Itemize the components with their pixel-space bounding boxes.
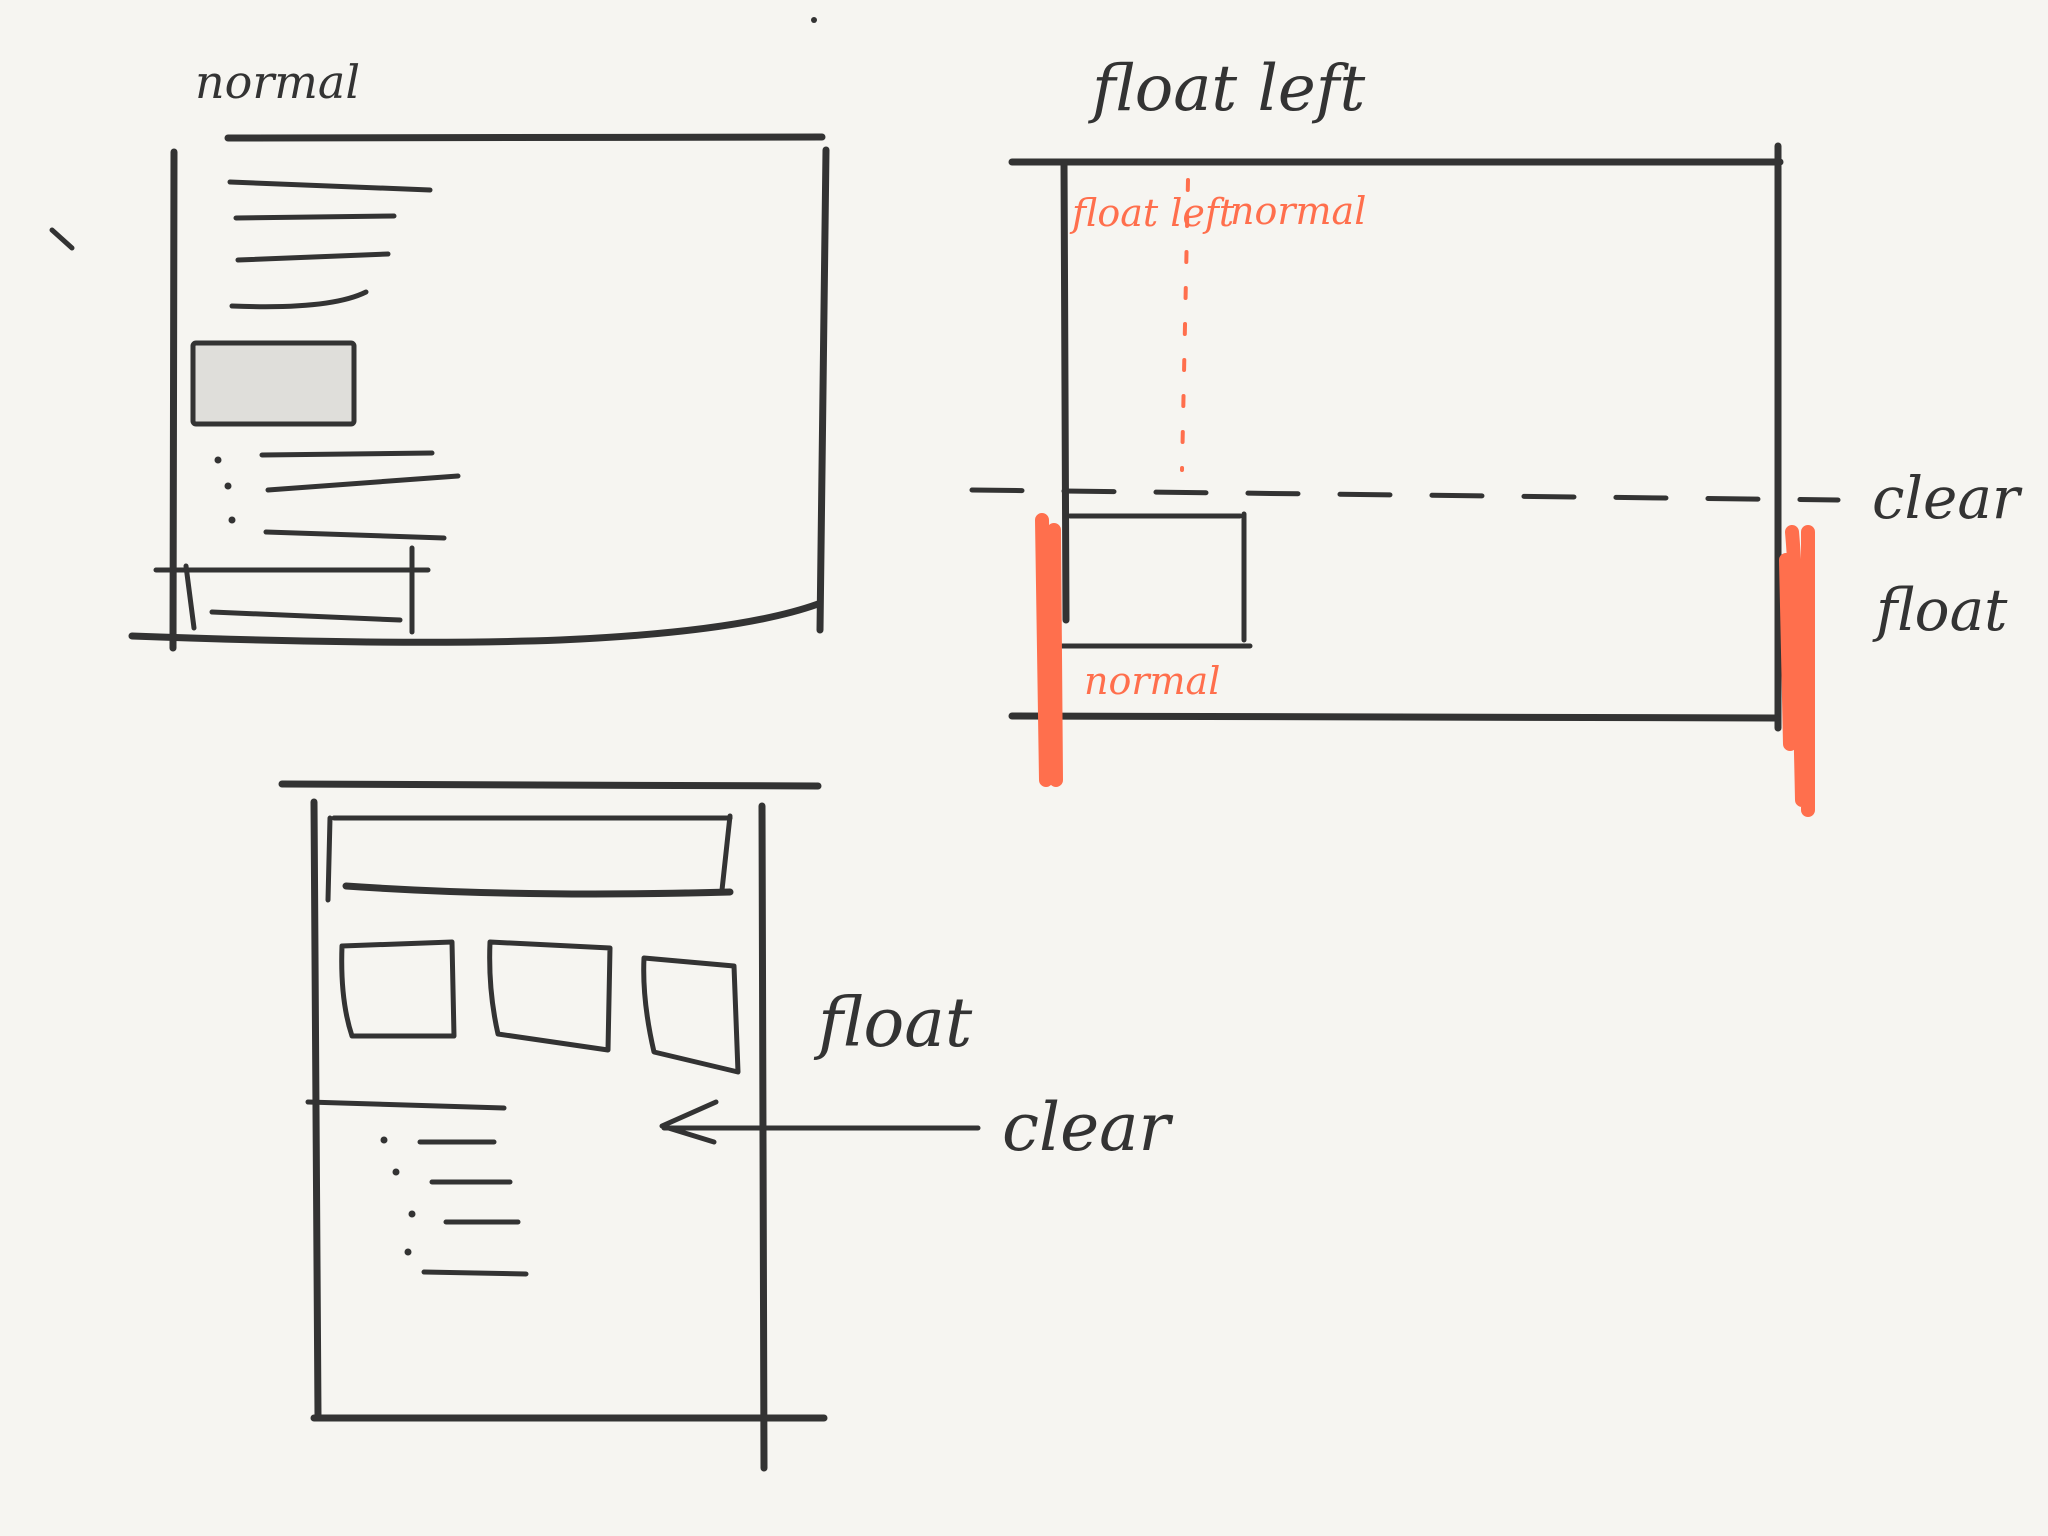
float-label-right: float bbox=[1872, 576, 2008, 644]
float-left-labels: float left normal normal bbox=[1069, 189, 1366, 703]
clear-label-bottom: clear bbox=[1002, 1089, 1173, 1166]
bottom-normal-label: normal bbox=[1084, 659, 1220, 703]
clear-label-right: clear bbox=[1872, 464, 2023, 532]
float-left-frame bbox=[1008, 142, 1784, 732]
stray-marks bbox=[49, 17, 817, 251]
float-boundary-dotted bbox=[1180, 178, 1190, 472]
inner-normal-label: normal bbox=[1230, 189, 1366, 233]
inner-float-left-label: float left bbox=[1069, 191, 1235, 235]
normal-title: normal bbox=[195, 55, 360, 109]
normal-image-block bbox=[190, 340, 357, 427]
clear-line bbox=[305, 1099, 507, 1111]
float-left-diagram: float left float left normal normal clea… bbox=[969, 52, 2023, 817]
normal-list-lines bbox=[214, 450, 461, 541]
normal-text-lines bbox=[227, 179, 433, 310]
layout-frame bbox=[278, 780, 828, 1472]
normal-footer-block bbox=[153, 545, 431, 635]
float-clear-diagram: float clear bbox=[278, 780, 1173, 1472]
clear-arrow bbox=[659, 1099, 981, 1145]
layout-header-box bbox=[325, 813, 734, 903]
float-label-bottom: float bbox=[813, 984, 973, 1063]
clear-dashed-line bbox=[969, 487, 1841, 503]
normal-diagram: normal bbox=[128, 55, 830, 652]
float-left-title: float left bbox=[1088, 52, 1365, 126]
float-boxes bbox=[339, 939, 741, 1075]
cleared-list-lines bbox=[380, 1136, 529, 1277]
float-left-cleared-box bbox=[1059, 511, 1253, 649]
normal-frame bbox=[128, 133, 830, 652]
float-left-highlights bbox=[1035, 513, 1815, 817]
